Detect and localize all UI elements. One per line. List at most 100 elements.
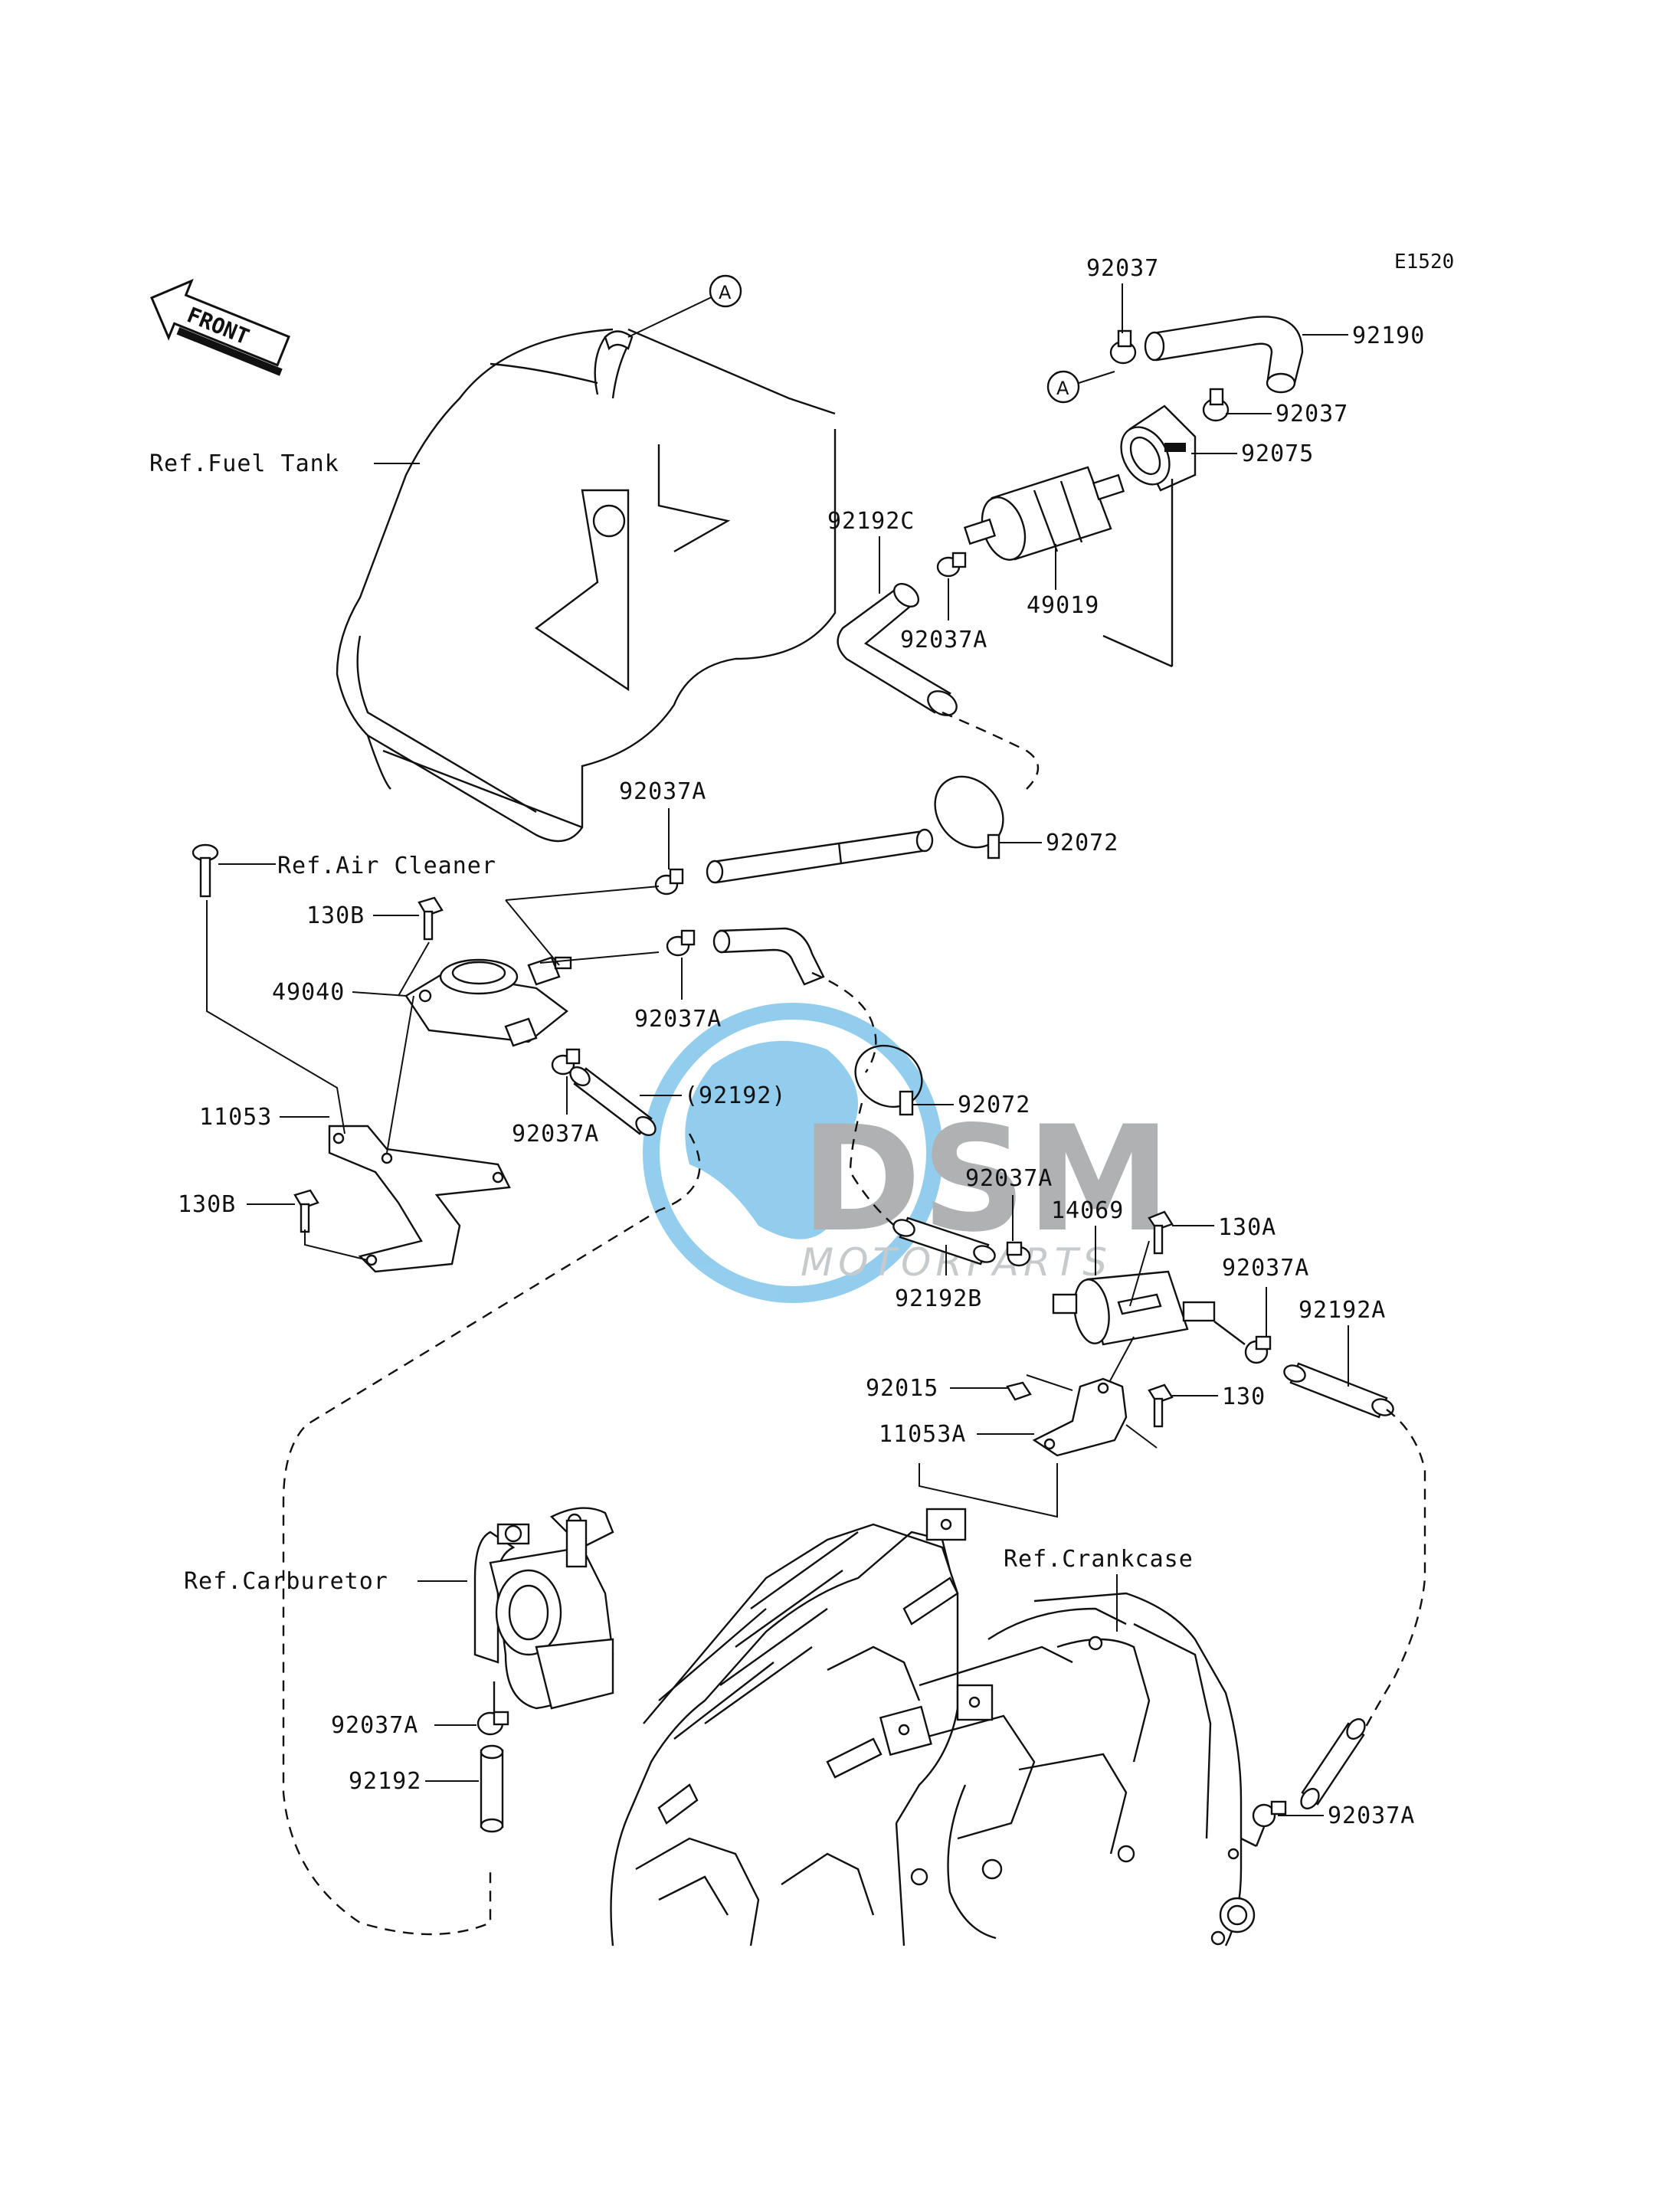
svg-text:130A: 130A [1218,1214,1276,1241]
connector-a-marker-tank: A [627,274,742,338]
svg-text:92037A: 92037A [331,1712,418,1739]
svg-text:49019: 49019 [1027,592,1099,619]
svg-text:11053A: 11053A [879,1421,966,1448]
hose-92192c-drawing [837,583,958,716]
svg-text:92075: 92075 [1241,440,1314,467]
callout-11053: 11053 [199,1104,329,1131]
svg-text:92192: 92192 [349,1768,421,1795]
carburetor-drawing [473,1507,614,1710]
callout-92037a-filter: 92037A [900,578,987,653]
watermark-logo: DSM MOTORPARTS [643,1003,1171,1303]
svg-text:92037A: 92037A [1328,1802,1415,1829]
ref-fuel-tank-callout: Ref.Fuel Tank [149,450,420,477]
svg-text:92037A: 92037A [900,627,987,653]
callout-92072-lower: 92072 [913,1092,1030,1118]
bracket-11053-drawing [328,1125,511,1273]
clamp-92037-mid [1202,388,1230,422]
callout-92192a: 92192A [1298,1297,1386,1387]
callout-92037a-carb: 92037A [331,1712,476,1739]
hose-upper-drawing [706,828,934,884]
hose-92190-drawing [1144,316,1304,394]
crankcase-drawing [610,1508,1256,1947]
clamp-92037a-filter [936,552,967,578]
hose-elbow-drawing [712,927,825,986]
callout-ref-carburetor: Ref.Carburetor [184,1568,467,1595]
callout-92072-upper: 92072 [1000,830,1118,856]
callout-92192c: 92192C [827,508,915,594]
connector-a-marker-hose: A [1046,370,1115,404]
clamp-92037a-carb [476,1711,509,1736]
callout-92037a-14069: 92037A [965,1165,1052,1241]
holder-92075-drawing [1120,404,1197,492]
callout-ref-crankcase: Ref.Crankcase [1004,1546,1193,1632]
watermark-main: DSM [801,1095,1171,1264]
bolt-130 [1148,1383,1174,1428]
clamp-92037-top [1109,329,1137,365]
callout-130: 130 [1172,1383,1266,1410]
svg-text:92015: 92015 [866,1375,938,1402]
hose-92192b-drawing [892,1216,996,1265]
clamp-92037a-upper [654,868,684,895]
callout-49019: 49019 [1027,544,1099,619]
svg-text:92190: 92190 [1352,323,1425,349]
svg-text:Ref.Carburetor: Ref.Carburetor [184,1568,388,1595]
svg-text:(92192): (92192) [684,1082,786,1109]
svg-text:14069: 14069 [1051,1197,1124,1224]
callout-92075: 92075 [1191,440,1314,467]
bracket-11053a-drawing [1032,1377,1128,1457]
nut-92015 [1006,1381,1032,1401]
svg-text:92072: 92072 [1046,830,1118,856]
callout-ref-air-cleaner: Ref.Air Cleaner [218,853,496,879]
hose-lower-short-drawing [569,1066,657,1137]
svg-text:92192C: 92192C [827,508,915,535]
bolt-ref-air-cleaner [192,843,219,898]
svg-text:92037A: 92037A [512,1121,599,1148]
svg-text:130B: 130B [306,902,365,929]
clamp-92037a-pump-lower [551,1048,581,1076]
callout-92037a-upper: 92037A [619,778,706,869]
svg-text:130B: 130B [178,1191,236,1218]
bolt-130b-lower [293,1189,319,1233]
callout-92037a-pump-right: 92037A [634,958,722,1033]
callout-130a: 130A [1172,1214,1276,1241]
callout-92037a-right: 92037A [1222,1255,1309,1337]
svg-text:92192A: 92192A [1298,1297,1386,1324]
callout-14069: 14069 [1051,1197,1124,1224]
callout-92037a-pump-lower: 92037A [512,1076,599,1148]
callout-92037-mid: 92037 [1226,401,1348,427]
callout-49040: 49040 [272,979,407,1006]
callout-92037a-crank: 92037A [1278,1802,1415,1829]
svg-text:92037A: 92037A [1222,1255,1309,1282]
callout-92192b: 92192B [895,1245,982,1312]
clamp-92037a-pump-right [666,929,696,957]
svg-text:11053: 11053 [199,1104,272,1131]
svg-text:130: 130 [1222,1383,1266,1410]
band-92072-upper [934,775,1004,859]
svg-text:A: A [719,282,732,303]
fuel-pump-49040-drawing [404,956,572,1047]
svg-text:92072: 92072 [958,1092,1030,1118]
bolt-130b-upper [418,896,444,941]
fuel-filter-49019-drawing [963,466,1125,561]
callout-92037-top: 92037 [1086,255,1159,333]
svg-text:92037A: 92037A [634,1006,722,1033]
front-arrow-icon: FRONT [150,278,290,376]
callout-92192: 92192 [349,1768,479,1795]
svg-text:92037: 92037 [1276,401,1348,427]
hose-92192-drawing [480,1744,504,1833]
svg-text:Ref.Air Cleaner: Ref.Air Cleaner [277,853,496,879]
clamp-92037a-14069 [1006,1241,1031,1267]
diagram-code: E1520 [1394,250,1454,273]
bolt-130a [1148,1210,1174,1255]
callout-92192-paren: (92192) [640,1082,786,1109]
callout-130b-upper: 130B [306,902,419,929]
svg-text:92192B: 92192B [895,1285,982,1312]
svg-text:49040: 49040 [272,979,345,1006]
svg-text:92037: 92037 [1086,255,1159,282]
svg-text:92037A: 92037A [619,778,706,805]
fuel-tank-drawing [336,328,837,843]
fuel-filter-14069-drawing [1052,1270,1216,1346]
hose-92192a-drawing [1283,1362,1394,1419]
callout-11053a: 11053A [879,1421,1034,1448]
